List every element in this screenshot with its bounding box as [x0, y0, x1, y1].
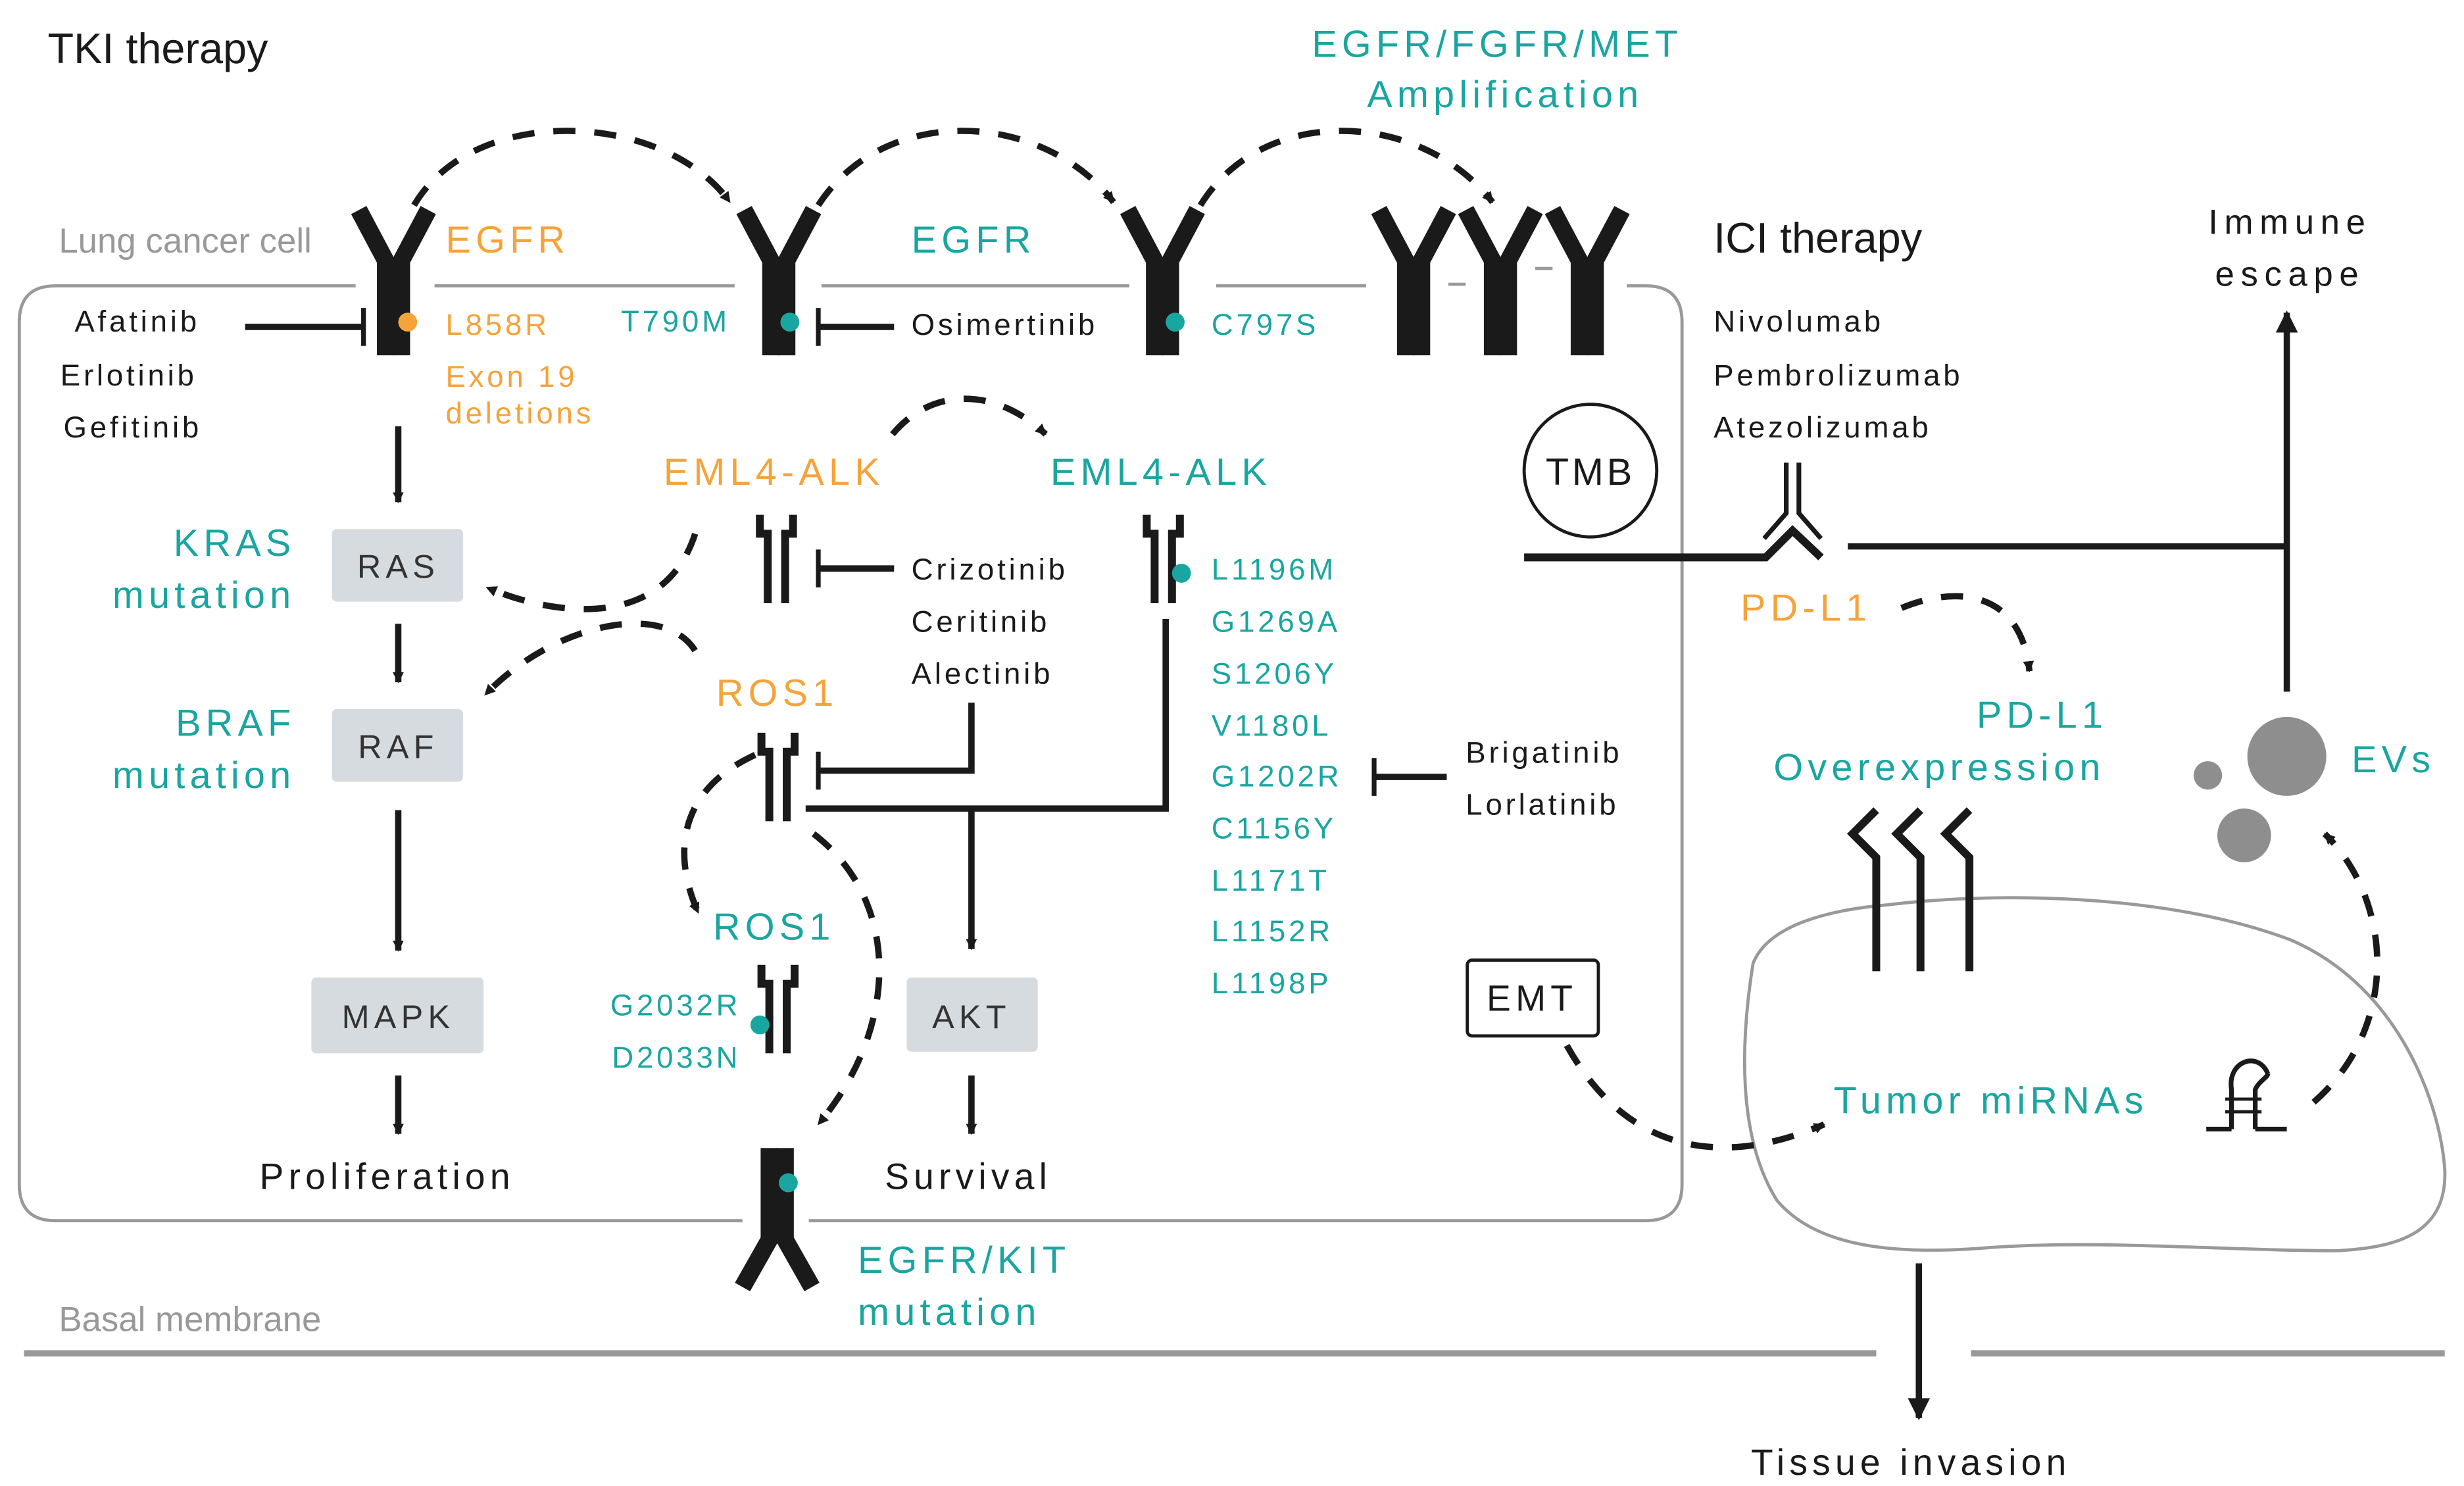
raf-label: RAF: [358, 728, 438, 765]
egfr-kit-mutation-dot: [779, 1173, 798, 1193]
ros1-mutation-g2032r: G2032R: [610, 989, 741, 1022]
amplification-label-line2: Amplification: [1367, 74, 1643, 116]
eml4-alk-receptor-2: [1143, 514, 1184, 604]
emt-label: EMT: [1487, 978, 1577, 1018]
drug-pembrolizumab: Pembrolizumab: [1713, 359, 1963, 392]
lung-cancer-cell-label: Lung cancer cell: [59, 222, 311, 260]
cell-membrane: [17, 284, 1684, 1223]
pdl1-ligand-line: [1524, 525, 1824, 562]
pdl1-label-orange: PD-L1: [1740, 587, 1871, 629]
c797s-mutation-dot: [1166, 312, 1185, 332]
alk-mutation-dot: [1171, 564, 1191, 583]
pdl1-over-label-line1: PD-L1: [1977, 695, 2107, 737]
alk-mutation: L1152R: [1212, 914, 1333, 948]
alk-mutation: S1206Y: [1212, 656, 1337, 690]
basal-membrane-label: Basal membrane: [59, 1300, 321, 1339]
ici-therapy-title: ICI therapy: [1713, 214, 1923, 262]
mapk-label: MAPK: [342, 998, 455, 1035]
ros1-mutation-d2033n: D2033N: [612, 1041, 741, 1074]
braf-label-line2: mutation: [112, 755, 296, 797]
exon19-label-line1: Exon 19: [445, 360, 578, 393]
alk-mutation: V1180L: [1212, 709, 1332, 743]
egfr-label-teal: EGFR: [912, 219, 1036, 261]
tissue-invasion-label: Tissue invasion: [1751, 1442, 2071, 1483]
tmb-circle: [1522, 403, 1659, 539]
evs-label: EVs: [2352, 739, 2435, 781]
egfr-kit-receptor: [735, 1148, 820, 1292]
extracellular-vesicles: [2193, 716, 2327, 862]
egfr-receptor-1: [351, 206, 436, 356]
amplified-receptors: [1371, 206, 1630, 356]
drug-lorlatinib: Lorlatinib: [1466, 788, 1619, 822]
pdl1-over-label-line2: Overexpression: [1773, 747, 2105, 789]
drug-atezolizumab: Atezolizumab: [1713, 410, 1931, 444]
antibody-icon: [1762, 462, 1823, 540]
raf-box: [332, 708, 463, 782]
akt-label: AKT: [932, 998, 1011, 1035]
drug-nivolumab: Nivolumab: [1713, 305, 1884, 338]
osimertinib-inhibition: [816, 308, 895, 346]
kras-label-line2: mutation: [112, 574, 296, 616]
alk-mutation-list: L1196M G1269A S1206Y V1180L G1202R C1156…: [1212, 553, 1343, 1000]
emt-box: [1466, 958, 1600, 1038]
t790m-label: T790M: [621, 305, 730, 338]
afatinib-inhibition: [245, 308, 366, 346]
tumor-mirnas-label: Tumor miRNAs: [1834, 1079, 2148, 1122]
ros1-receptor-2: [757, 964, 799, 1054]
alk-mutation: G1269A: [1212, 605, 1341, 638]
ros1-receptor-1: [757, 732, 799, 822]
ros1-mutation-dot: [750, 1015, 770, 1035]
eml4-alk-label-orange: EML4-ALK: [664, 451, 885, 493]
drug-alectinib: Alectinib: [912, 656, 1054, 690]
proliferation-label: Proliferation: [260, 1156, 515, 1197]
drug-osimertinib: Osimertinib: [912, 308, 1098, 341]
alectinib-inhibition: [816, 703, 975, 790]
l858r-label: L858R: [445, 308, 549, 341]
kras-label-line1: KRAS: [174, 522, 296, 564]
ros1-label-teal: ROS1: [713, 906, 835, 948]
exon19-label-line2: deletions: [445, 396, 594, 430]
tumor-cell-outline: [1742, 896, 2447, 1252]
alk-mutation: G1202R: [1212, 760, 1343, 793]
alk-mutation: L1198P: [1212, 966, 1332, 1000]
immune-escape-line1: Immune: [2208, 203, 2371, 241]
l858r-mutation-dot: [398, 312, 418, 332]
crizotinib-inhibition: [816, 549, 895, 588]
survival-label: Survival: [885, 1156, 1052, 1197]
akt-box: [906, 977, 1038, 1052]
ras-box: [332, 529, 463, 602]
alk-mutation: C1156Y: [1212, 812, 1337, 845]
drug-ceritinib: Ceritinib: [912, 605, 1050, 638]
c797s-label: C797S: [1212, 308, 1319, 341]
drug-brigatinib: Brigatinib: [1466, 736, 1622, 770]
drug-crizotinib: Crizotinib: [912, 553, 1068, 586]
immune-escape-line2: escape: [2215, 255, 2365, 294]
alk-ros1-to-akt-line: [805, 619, 1169, 812]
tki-therapy-title: TKI therapy: [48, 24, 269, 72]
egfr-label-orange: EGFR: [445, 219, 570, 261]
egfr-kit-label-line2: mutation: [858, 1291, 1041, 1333]
tmb-label: TMB: [1546, 451, 1635, 493]
egfr-kit-label-line1: EGFR/KIT: [858, 1239, 1070, 1281]
mirna-hairpin-icon: [2206, 1058, 2287, 1132]
alk-mutation: L1196M: [1212, 553, 1337, 586]
ras-label: RAS: [357, 548, 439, 585]
mapk-box: [311, 977, 484, 1054]
egfr-receptor-3: [1120, 206, 1205, 356]
brigatinib-inhibition: [1371, 758, 1447, 796]
drug-erlotinib: Erlotinib: [61, 359, 197, 392]
pdl1-receptors: [1846, 807, 1974, 972]
eml4-alk-label-teal: EML4-ALK: [1050, 451, 1271, 493]
drug-afatinib: Afatinib: [74, 305, 200, 338]
eml4-alk-receptor-1: [756, 514, 797, 604]
braf-label-line1: BRAF: [176, 703, 295, 745]
t790m-mutation-dot: [780, 312, 800, 332]
amplification-label-line1: EGFR/FGFR/MET: [1312, 23, 1683, 65]
drug-gefitinib: Gefitinib: [64, 410, 203, 444]
alk-mutation: L1171T: [1212, 864, 1330, 897]
dashed-arrows: [411, 128, 2380, 1151]
ros1-label-orange: ROS1: [716, 672, 839, 714]
egfr-receptor-2: [736, 206, 822, 356]
